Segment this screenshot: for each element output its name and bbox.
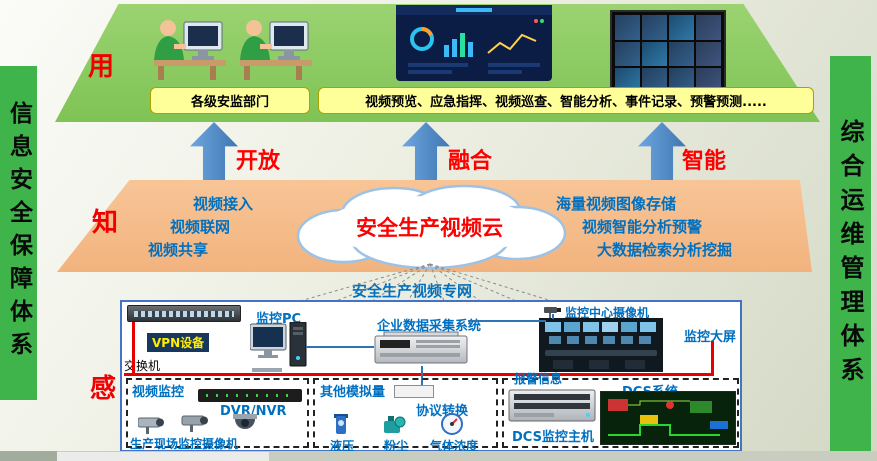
capability-mass-storage: 海量视频图像存储 [556,195,677,213]
gas-sensor-icon [441,413,463,435]
red-line-vertical-switch [132,322,135,375]
arrow-open-icon [190,122,238,180]
collector-device [374,331,468,364]
capability-bigdata-mining: 大数据检索分析挖掘 [597,241,733,259]
dust-label: 粉尘 [384,439,409,453]
dcs-host-device [508,389,596,422]
right-band-ops-management: 综合运维管理体系 [830,56,871,454]
bottom-strip [0,451,877,461]
control-room-image [539,318,663,372]
field-cameras-icons [138,414,257,434]
operators-clipart [154,20,312,80]
hydraulic-sensor-icon [334,414,348,434]
dcs-group [502,378,739,448]
cloud-shape [296,184,567,270]
arrow-fusion-icon [402,122,450,180]
big-screen-label: 监控大屏 [684,330,737,345]
capability-video-access: 视频接入 [193,195,254,213]
capability-ai-analysis: 视频智能分析预警 [582,218,703,236]
video-wall-image [610,10,726,98]
dept-box: 各级安监部门 [150,87,310,114]
dcs-screen-image [600,391,736,445]
pc-device [250,322,307,372]
cctv-camera-icon [544,307,561,318]
red-line-vertical-right [711,341,714,374]
layer-tag-sense: 感 [90,374,117,404]
capability-video-share: 视频共享 [148,241,209,259]
left-band-info-security: 信息安全保障体系 [0,66,37,400]
red-line-horizontal-bus [124,373,714,376]
switch-device [127,305,241,322]
dcs-host-label: DCS监控主机 [512,430,594,445]
arrow-label-intelligent: 智能 [682,149,727,174]
hydraulic-label: 液压 [330,439,355,453]
arrow-label-fusion: 融合 [448,149,493,174]
layer-tag-use: 用 [88,52,115,82]
vpn-device-label: VPN设备 [147,333,210,352]
arrow-label-open: 开放 [236,149,281,174]
functions-box: 视频预览、应急指挥、视频巡查、智能分析、事件记录、预警预测..... [318,87,814,114]
switch-label: 交换机 [124,359,161,373]
layer-tag-know: 知 [92,208,119,238]
blue-line-camera-down [552,314,554,319]
dvr-device [198,389,302,402]
capability-video-network: 视频联网 [170,218,231,236]
video-group-title: 视频监控 [132,385,185,400]
analog-group [313,378,498,448]
collector-label: 企业数据采集系统 [377,319,482,334]
analog-group-title: 其他模拟量 [320,385,386,400]
bottom-strip-dark [0,451,57,461]
cloud-title: 安全生产视频云 [356,216,503,240]
analog-device [394,385,434,398]
gas-label: 气体浓度 [430,439,479,453]
blue-line-collector-camera [468,320,546,322]
bottom-strip-light [57,452,269,461]
field-cameras-label: 生产现场监控摄像机 [130,437,239,451]
alarm-info-label: 报警信息 [514,372,563,386]
dust-sensor-icon [384,416,406,433]
arrow-intelligent-icon [638,122,686,180]
video-monitoring-group [126,378,309,448]
private-network-label: 安全生产视频专网 [352,282,473,300]
blue-line-pc-collector [306,346,374,348]
center-camera-label: 监控中心摄像机 [565,306,650,320]
dashboard-screenshot [396,5,552,81]
